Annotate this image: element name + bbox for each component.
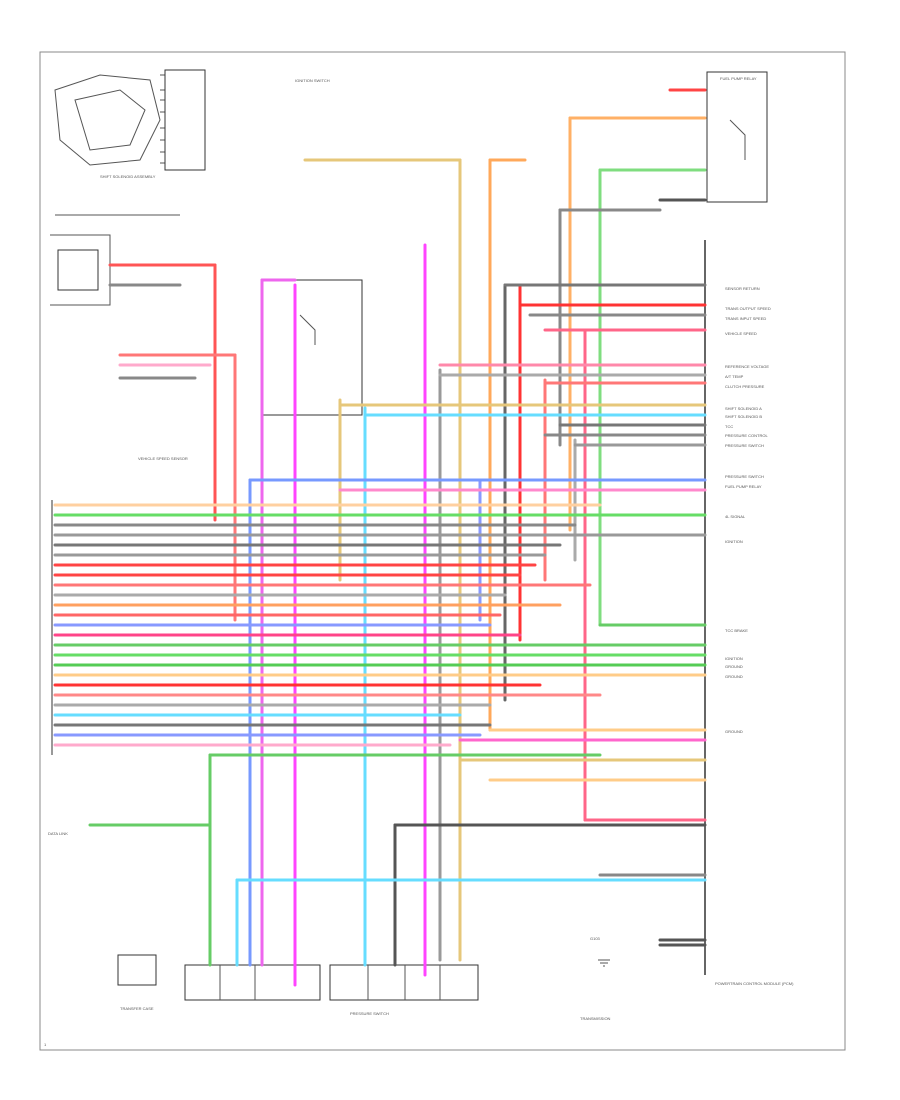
vss-caption: VEHICLE SPEED SENSOR: [138, 456, 188, 461]
pcm-pin-label: VEHICLE SPEED: [725, 331, 757, 336]
pcm-pin-label: TCC BRAKE: [725, 628, 748, 633]
pcm-pin-label: GROUND: [725, 729, 743, 734]
pcm-pin-labels: SENSOR RETURN TRANS OUTPUT SPEED TRANS INP…: [725, 286, 771, 734]
pcm-pin-label: TCC: [725, 424, 733, 429]
pcm-pin-label: IGNITION: [725, 539, 743, 544]
pcm-pin-label: GROUND: [725, 664, 743, 669]
distributor-caption: SHIFT SOLENOID ASSEMBLY: [100, 174, 156, 179]
wire-bundle-vertical: [208, 116, 602, 987]
pcm-pin-label: GROUND: [725, 674, 743, 679]
pcm-pin-label: 4L SIGNAL: [725, 514, 746, 519]
transfer-case-box: [184, 964, 321, 1001]
distributor-component: [54, 69, 206, 171]
relay-box-center: [261, 279, 363, 416]
ground-symbol: [598, 959, 610, 967]
pcm-pin-label: CLUTCH PRESSURE: [725, 384, 765, 389]
pcm-pin-label: SHIFT SOLENOID A: [725, 406, 762, 411]
sensor-box-left: [57, 249, 99, 291]
shift-solenoid-box: [329, 964, 479, 1001]
pcm-pin-label: PRESSURE SWITCH: [725, 443, 764, 448]
transmission-caption: TRANSMISSION: [580, 1016, 611, 1021]
fuel-pump-relay-box: [706, 71, 768, 203]
pcm-pin-label: PRESSURE CONTROL: [725, 433, 768, 438]
pcm-pin-label: A/T TEMP: [725, 374, 744, 379]
relay-switch: [729, 119, 746, 160]
ignition-switch-caption: IGNITION SWITCH: [295, 78, 330, 83]
g103-caption: G103: [590, 936, 601, 941]
ecm-box-left: [50, 234, 111, 306]
brake-switch-box: [117, 954, 157, 986]
pcm-caption: POWERTRAIN CONTROL MODULE (PCM): [715, 981, 794, 986]
pcm-pin-label: SENSOR RETURN: [725, 286, 760, 291]
data-link-caption: DATA LINK: [48, 831, 68, 836]
transfer-case-caption: TRANSFER CASE: [120, 1006, 154, 1011]
pcm-pin-label: TRANS INPUT SPEED: [725, 316, 766, 321]
wire-bundle-horizontal: [53, 88, 707, 947]
pcm-pin-label: IGNITION: [725, 656, 743, 661]
diagram-frame: [39, 51, 846, 1051]
fuel-pump-relay-caption: FUEL PUMP RELAY: [720, 76, 757, 81]
pressure-switch-caption: PRESSURE SWITCH: [350, 1011, 389, 1016]
pcm-pin-label: FUEL PUMP RELAY: [725, 484, 762, 489]
relay-contact: [299, 314, 316, 345]
pcm-pin-label: SHIFT SOLENOID B: [725, 414, 762, 419]
pcm-pin-label: TRANS OUTPUT SPEED: [725, 306, 771, 311]
pcm-pin-label: REFERENCE VOLTAGE: [725, 364, 769, 369]
page-number: 1: [44, 1042, 47, 1047]
pcm-pin-label: PRESSURE SWITCH: [725, 474, 764, 479]
